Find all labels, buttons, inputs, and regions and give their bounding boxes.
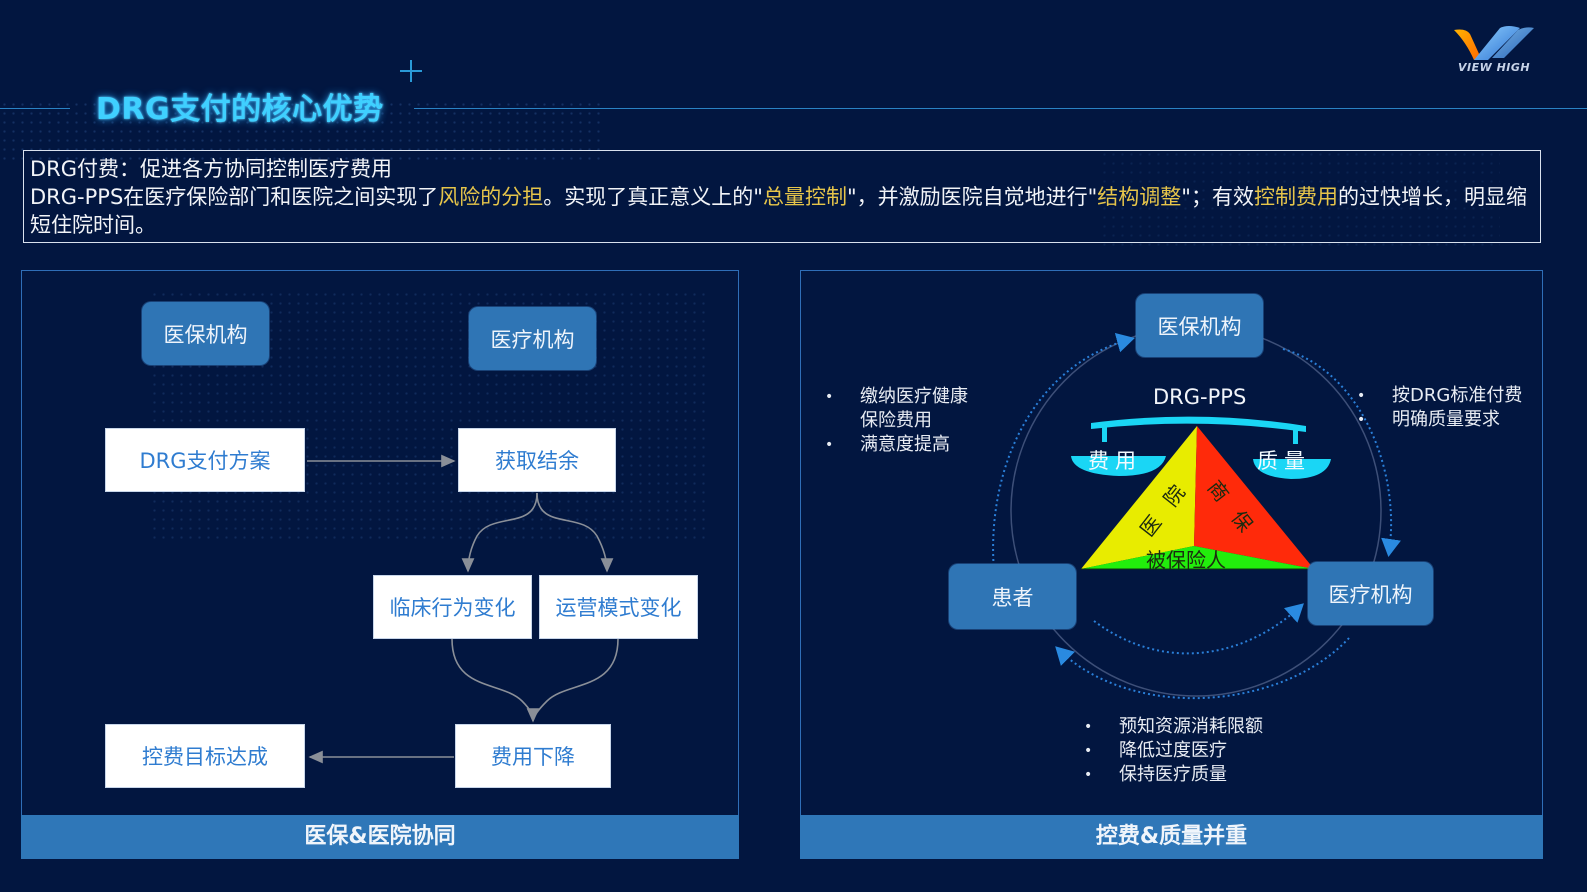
intro-highlight-structure-adjust: 结构调整 (1097, 185, 1182, 209)
scale-pan-quality-label: 质量 (1257, 449, 1311, 473)
intro-highlight-risk-sharing: 风险的分担 (438, 185, 544, 209)
list-item: •缴纳医疗健康保险费用 (825, 386, 968, 431)
flow-connectors (307, 454, 619, 764)
intro-heading: DRG付费：促进各方协同控制医疗费用 (30, 157, 393, 181)
node-clinical-change: 临床行为变化 (373, 575, 532, 639)
node-hospital: 医疗机构 (1308, 562, 1433, 625)
intro-text-segment: DRG-PPS在医疗保险部门和医院之间实现了 (30, 185, 439, 209)
title-divider-left (0, 108, 70, 109)
page-title: DRG支付的核心优势 (96, 92, 384, 127)
node-drg-plan: DRG支付方案 (105, 428, 305, 492)
logo-text: VIEW HIGH (1458, 61, 1531, 74)
title-divider-right (414, 108, 1587, 109)
right-panel-footer: 控费&质量并重 (800, 815, 1543, 859)
node-surplus: 获取结余 (458, 428, 616, 492)
list-item: •满意度提高 (825, 434, 950, 455)
intro-description-box: DRG付费：促进各方协同控制医疗费用 DRG-PPS在医疗保险部门和医院之间实现… (23, 150, 1541, 243)
intro-text-segment: 的过快增长，明显缩短住院时间。 (30, 185, 1527, 237)
node-cost-down: 费用下降 (455, 724, 611, 788)
list-item: •保持医疗质量 (1084, 764, 1227, 785)
patient-benefits-list: •缴纳医疗健康保险费用 •满意度提高 (825, 385, 968, 457)
node-insurer: 医保机构 (142, 302, 269, 365)
node-goal-achieved: 控费目标达成 (105, 724, 305, 788)
list-item: •预知资源消耗限额 (1084, 716, 1263, 737)
plus-decoration-icon (400, 60, 422, 82)
right-panel-cost-quality: DRG-PPS 费用 质量 医 院 商 保 被保险人 医保机构 患者 医疗机构 … (800, 270, 1543, 859)
node-hospital: 医疗机构 (469, 307, 596, 370)
list-item: •按DRG标准付费 (1357, 385, 1523, 406)
list-item: •降低过度医疗 (1084, 740, 1227, 761)
list-item: •明确质量要求 (1357, 409, 1500, 430)
node-insurer: 医保机构 (1136, 294, 1263, 357)
triangle-insured-label: 被保险人 (1146, 548, 1226, 572)
scale-pan-cost-label: 费用 (1088, 449, 1142, 473)
left-panel-footer: 医保&医院协同 (21, 815, 739, 859)
hospital-outcomes-list: •预知资源消耗限额 •降低过度医疗 •保持医疗质量 (1084, 715, 1263, 787)
intro-text-segment: "，并激励医院自觉地进行" (846, 185, 1098, 209)
cycle-diagram (992, 325, 1401, 700)
intro-highlight-cost-control: 控制费用 (1253, 185, 1338, 209)
intro-body: DRG-PPS在医疗保险部门和医院之间实现了风险的分担。实现了真正意义上的"总量… (30, 183, 1534, 239)
node-operation-change: 运营模式变化 (539, 575, 698, 639)
node-patient: 患者 (949, 564, 1076, 629)
intro-text-segment: 。实现了真正意义上的" (543, 185, 763, 209)
left-panel-coordination: 医保机构 医疗机构 DRG支付方案 获取结余 临床行为变化 运营模式变化 费用下… (21, 270, 739, 859)
intro-text-segment: "；有效 (1181, 185, 1254, 209)
intro-highlight-total-control: 总量控制 (762, 185, 847, 209)
insurer-requirements-list: •按DRG标准付费 •明确质量要求 (1357, 384, 1522, 432)
drg-pps-label: DRG-PPS (1153, 385, 1247, 409)
view-high-logo-icon (1454, 26, 1534, 60)
